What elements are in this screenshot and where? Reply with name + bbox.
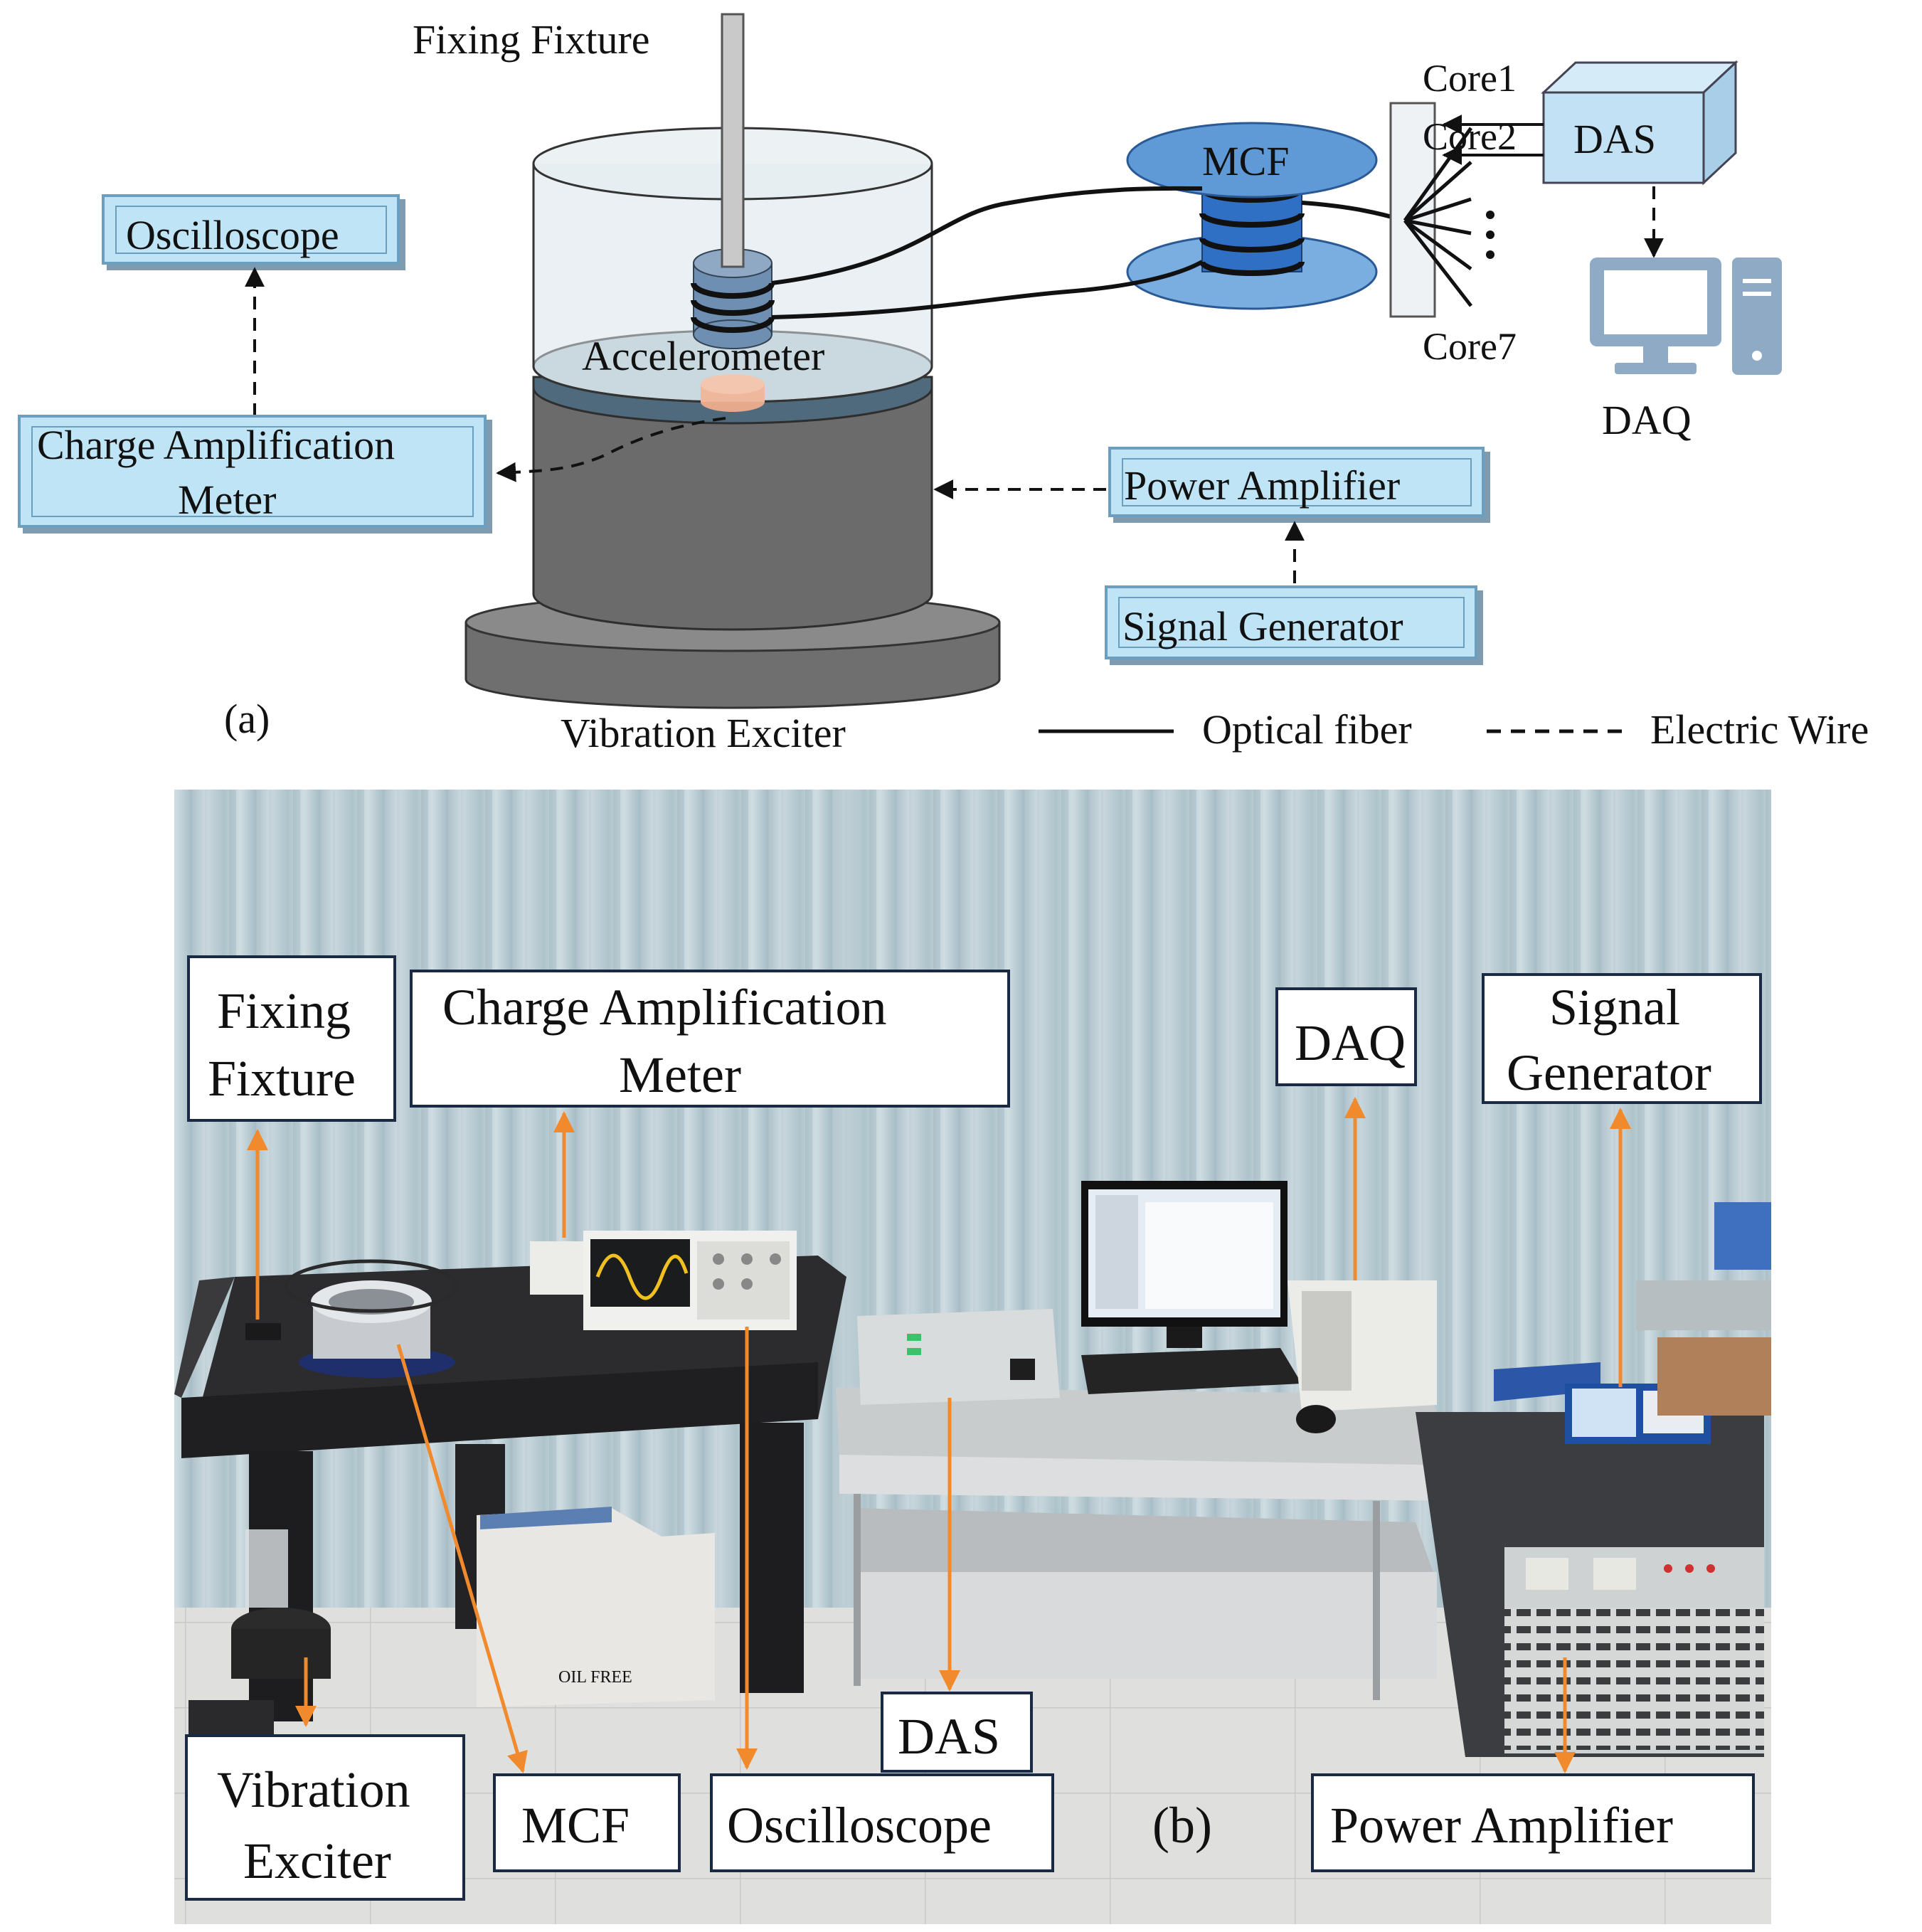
panel-b-photo: OIL FREE	[174, 790, 1771, 1924]
photo-label-fixing-fixture: Fixing Fixture	[187, 955, 396, 1122]
charge-amp-label-line1: Charge Amplification	[37, 422, 395, 468]
daq-label: DAQ	[1602, 397, 1692, 443]
das-label: DAS	[1573, 116, 1656, 162]
photo-mcf-text: MCF	[521, 1797, 630, 1854]
signal-generator-box: Signal Generator	[1105, 585, 1483, 665]
photo-charge-amp-line2: Meter	[619, 1046, 741, 1103]
photo-vibration-exciter-line1: Vibration	[217, 1761, 410, 1818]
daq-workstation-photo	[1081, 1181, 1437, 1433]
photo-fixing-fixture-line1: Fixing	[217, 982, 351, 1039]
core1-label: Core1	[1423, 57, 1517, 100]
signal-generator-label: Signal Generator	[1122, 603, 1403, 649]
photo-charge-amp-line1: Charge Amplification	[442, 979, 887, 1036]
photo-power-amplifier-text: Power Amplifier	[1330, 1797, 1673, 1854]
bench-with-das-photo	[836, 1309, 1458, 1700]
orange-pointer-lines	[247, 1097, 1631, 1773]
photo-label-oscilloscope: Oscilloscope	[710, 1773, 1054, 1872]
photo-label-power-amplifier: Power Amplifier	[1311, 1773, 1755, 1872]
signal-generator-photo	[1494, 1362, 1711, 1444]
panel-a-schematic: Fixing Fixture Accelerometer Vibration E…	[18, 13, 1869, 756]
das-box-icon: DAS	[1541, 60, 1738, 186]
legend-optical-label: Optical fiber	[1202, 706, 1412, 753]
accelerometer-label: Accelerometer	[582, 333, 824, 379]
photo-label-signal-generator: Signal Generator	[1482, 973, 1762, 1104]
legend: Optical fiber Electric Wire	[1039, 706, 1869, 753]
optical-fiber-3	[1301, 201, 1406, 223]
photo-daq-text: DAQ	[1295, 1014, 1406, 1071]
photo-signal-generator-line2: Generator	[1507, 1044, 1711, 1101]
pointer-mcf	[396, 1344, 528, 1773]
photo-signal-generator-line1: Signal	[1549, 979, 1680, 1036]
charge-amplification-meter-box: Charge Amplification Meter	[18, 415, 492, 534]
oscilloscope-photo	[530, 1231, 797, 1330]
core2-label: Core2	[1423, 115, 1517, 158]
photo-vibration-exciter-line2: Exciter	[243, 1832, 391, 1889]
power-amplifier-label: Power Amplifier	[1124, 462, 1400, 509]
optical-fiber-2	[771, 260, 1204, 319]
optical-fiber-1	[771, 186, 1203, 285]
photo-fixing-fixture-line2: Fixture	[208, 1050, 356, 1107]
svg-text:OIL FREE: OIL FREE	[558, 1668, 632, 1687]
vibration-exciter-photo	[231, 1529, 331, 1679]
computer-icon	[1590, 258, 1782, 375]
panel-b-label: (b)	[1152, 1797, 1212, 1854]
photo-label-charge-amp: Charge Amplification Meter	[410, 970, 1010, 1108]
compressor-box-photo: OIL FREE	[477, 1507, 715, 1707]
photo-label-das: DAS	[881, 1692, 1033, 1773]
power-amplifier-photo	[1416, 1412, 1764, 1757]
core7-label: Core7	[1423, 325, 1517, 368]
legend-electric-label: Electric Wire	[1650, 706, 1869, 753]
photo-oscilloscope-text: Oscilloscope	[727, 1797, 992, 1854]
photo-label-daq: DAQ	[1275, 987, 1417, 1086]
oscilloscope-label: Oscilloscope	[126, 212, 339, 258]
vibration-exciter-drawing	[464, 127, 1001, 709]
fixing-fixture-label: Fixing Fixture	[413, 16, 650, 63]
photo-label-vibration-exciter: Vibration Exciter	[185, 1734, 465, 1901]
fiber-spool-photo	[245, 1259, 459, 1378]
power-amplifier-box: Power Amplifier	[1108, 447, 1490, 523]
photo-label-mcf: MCF	[493, 1773, 681, 1872]
accelerometer-to-charge-amp-wire	[496, 417, 726, 482]
mcf-label: MCF	[1202, 138, 1290, 184]
vibration-exciter-label: Vibration Exciter	[561, 710, 846, 756]
oscilloscope-box: Oscilloscope	[102, 194, 405, 270]
right-shelf-photo	[1636, 1202, 1771, 1416]
fan-out-device	[1389, 102, 1494, 318]
panel-a-label: (a)	[224, 696, 270, 742]
fiber-spool-icon: MCF	[1126, 122, 1378, 310]
photo-das-text: DAS	[898, 1708, 1000, 1765]
charge-amp-label-line2: Meter	[178, 477, 277, 523]
